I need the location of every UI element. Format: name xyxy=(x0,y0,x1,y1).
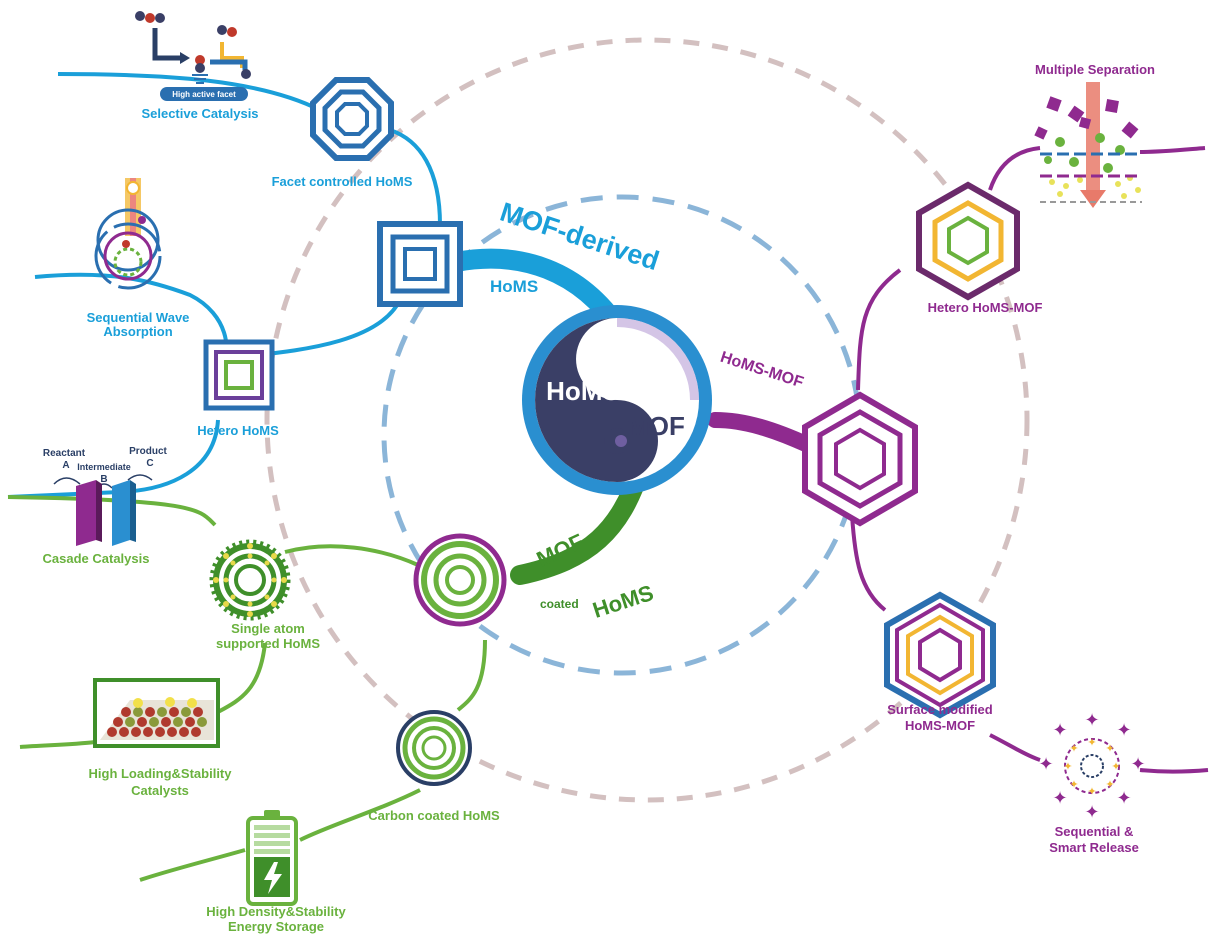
high-density-label-line1: High Density&Stability xyxy=(206,904,346,919)
hetero-homs-node xyxy=(203,339,275,411)
carbon-coated-homs-node xyxy=(396,710,472,786)
selective-catalysis-icon: High active facet xyxy=(135,11,251,101)
multiple-separation-label: Multiple Separation xyxy=(1035,62,1155,77)
hetero-homs-mof-label: Hetero HoMS-MOF xyxy=(928,300,1043,315)
sequential-wave-label-line1: Sequential Wave xyxy=(87,310,190,325)
selective-catalysis-label: Selective Catalysis xyxy=(141,106,258,121)
homs-mof-thick-band xyxy=(707,412,816,453)
mof-derived-homs-label: HoMS xyxy=(490,277,538,296)
battery-icon xyxy=(246,810,298,906)
center-homs-label: HoMS xyxy=(546,376,620,406)
svg-text:✦: ✦ xyxy=(1116,720,1131,741)
mof-coated-coated-label: coated xyxy=(540,597,579,611)
single-atom-label-line2: supported HoMS xyxy=(216,636,320,651)
label-c: C xyxy=(146,458,153,469)
label-b: B xyxy=(100,474,107,485)
svg-text:✦: ✦ xyxy=(1111,760,1120,773)
multiple-separation-icon xyxy=(1034,82,1142,208)
single-atom-homs-node xyxy=(209,539,291,621)
svg-text:✦: ✦ xyxy=(1038,754,1053,775)
purple-branch-lines xyxy=(850,146,1209,774)
svg-text:✦: ✦ xyxy=(1084,710,1099,731)
outer-dashed-ring xyxy=(264,37,1030,803)
sequential-wave-label-line2: Absorption xyxy=(103,324,172,339)
mof-coated-homs-node xyxy=(413,533,507,627)
svg-text:✦: ✦ xyxy=(1105,778,1114,791)
sequential-release-label-line2: Smart Release xyxy=(1049,840,1139,855)
homs-mof-label: HoMS-MOF xyxy=(718,349,805,392)
smart-release-icon: ✦✦✦ ✦✦✦ ✦✦ ✦✦✦ ✦✦✦ ✦✦ xyxy=(1038,710,1145,823)
svg-text:✦: ✦ xyxy=(1052,720,1067,741)
center-mof-label: MOF xyxy=(627,411,685,441)
high-density-label-line2: Energy Storage xyxy=(228,919,324,934)
svg-text:✦: ✦ xyxy=(1052,788,1067,809)
surface-modified-label-line1: Surface modified xyxy=(887,702,993,717)
mof-coated-homs-label: HoMS xyxy=(590,580,657,623)
svg-text:✦: ✦ xyxy=(1084,802,1099,823)
intermediate-label: Intermediate xyxy=(77,462,131,472)
mof-derived-square-node xyxy=(377,221,463,307)
svg-text:✦: ✦ xyxy=(1130,754,1145,775)
sequential-release-label-line1: Sequential & xyxy=(1055,824,1134,839)
high-loading-label-line2: Catalysts xyxy=(131,783,189,798)
facet-controlled-homs-node xyxy=(310,77,394,161)
sequential-wave-absorption-icon xyxy=(94,178,162,290)
product-label: Product xyxy=(129,446,167,457)
surface-modified-homs-mof-node xyxy=(884,591,996,719)
cascade-catalysis-label: Casade Catalysis xyxy=(43,551,150,566)
svg-text:✦: ✦ xyxy=(1087,785,1096,798)
carbon-coated-homs-label: Carbon coated HoMS xyxy=(368,808,500,823)
high-loading-catalysts-icon xyxy=(93,678,220,748)
cascade-catalysis-icon: Reactant Product A Intermediate C B xyxy=(43,446,168,546)
svg-text:✦: ✦ xyxy=(1069,778,1078,791)
green-branch-lines xyxy=(7,495,487,882)
reactant-label: Reactant xyxy=(43,448,86,459)
svg-text:✦: ✦ xyxy=(1069,742,1078,755)
hetero-homs-label: Hetero HoMS xyxy=(197,423,279,438)
surface-modified-label-line2: HoMS-MOF xyxy=(905,718,975,733)
facet-controlled-homs-label: Facet controlled HoMS xyxy=(272,174,413,189)
label-a: A xyxy=(62,460,69,471)
single-atom-label-line1: Single atom xyxy=(231,621,305,636)
hetero-homs-mof-node xyxy=(916,181,1020,301)
svg-text:✦: ✦ xyxy=(1116,788,1131,809)
svg-text:✦: ✦ xyxy=(1105,742,1114,755)
svg-text:✦: ✦ xyxy=(1087,736,1096,749)
svg-text:✦: ✦ xyxy=(1063,760,1072,773)
high-active-facet-badge: High active facet xyxy=(172,90,236,99)
high-loading-label-line1: High Loading&Stability xyxy=(89,766,233,781)
center-yin-yang: HoMS MOF xyxy=(522,305,712,495)
homs-mof-hexagon-node xyxy=(802,391,918,527)
